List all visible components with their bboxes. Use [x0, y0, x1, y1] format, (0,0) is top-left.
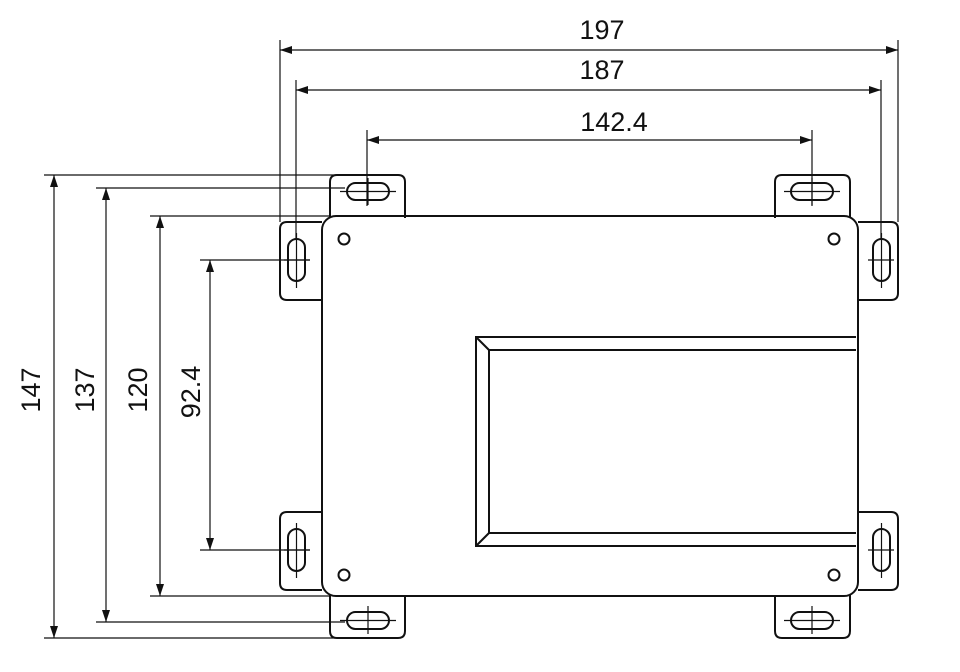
dim-width-mount-inner: 142.4 — [366, 107, 813, 206]
dim-height-overall: 147 — [16, 174, 345, 639]
mounting-ear-left-lower — [279, 511, 322, 591]
dim-width-mount-outer: 187 — [295, 55, 882, 240]
dim-width-mount-inner-label: 142.4 — [580, 107, 648, 137]
dim-height-mount-outer: 137 — [70, 187, 345, 623]
screw-hole-icon — [337, 568, 351, 582]
screw-hole-icon — [827, 232, 841, 246]
display-window — [475, 336, 856, 547]
mounting-ear-bottom-left — [329, 595, 406, 639]
dim-width-overall-label: 197 — [579, 15, 624, 45]
mounting-ear-bottom-right — [774, 595, 851, 639]
screw-hole-icon — [337, 232, 351, 246]
mounting-ear-right-upper — [858, 221, 899, 301]
mounting-ear-left-upper — [279, 221, 322, 301]
dim-height-overall-label: 147 — [16, 367, 46, 412]
dim-width-overall: 197 — [279, 15, 899, 222]
enclosure-body — [321, 215, 859, 597]
mounting-ear-top-right — [774, 174, 851, 218]
screw-hole-icon — [827, 568, 841, 582]
dim-height-mount-inner: 92.4 — [176, 259, 310, 551]
dim-height-mount-inner-label: 92.4 — [176, 366, 206, 419]
dim-height-body: 120 — [123, 215, 330, 597]
dim-height-mount-outer-label: 137 — [70, 367, 100, 412]
mounting-ear-top-left — [329, 174, 406, 218]
dim-width-mount-outer-label: 187 — [579, 55, 624, 85]
mounting-ear-right-lower — [858, 511, 899, 591]
dim-height-body-label: 120 — [123, 367, 153, 412]
